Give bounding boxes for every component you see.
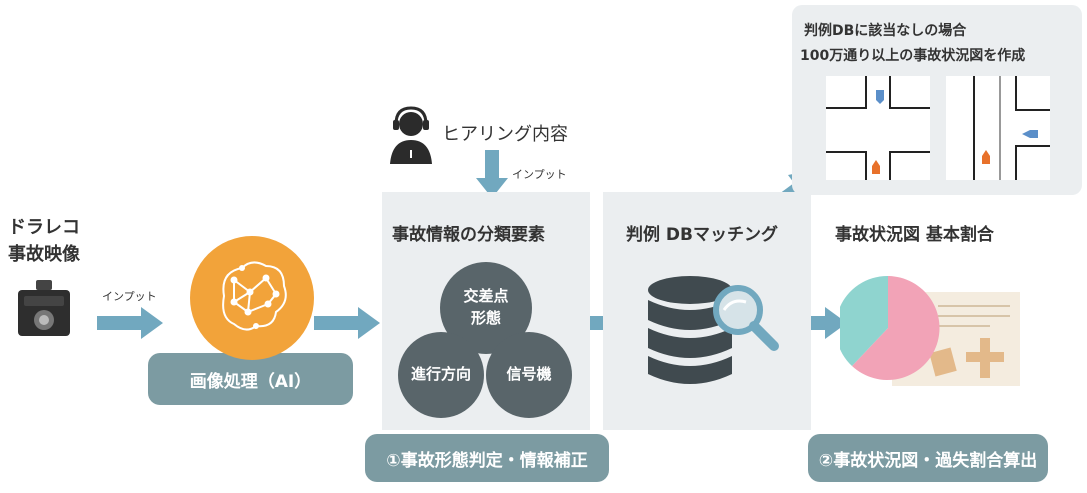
circle-top-line1: 交差点: [463, 287, 509, 306]
input-label-top: インプット: [512, 168, 567, 181]
result-title: 事故状況図 基本割合: [835, 225, 994, 245]
classification-title: 事故情報の分類要素: [392, 225, 545, 245]
hearing-label: ヒアリング内容: [442, 124, 568, 145]
intersection-diagram-icon: [826, 76, 930, 180]
ai-label-pill: 画像処理（AI）: [148, 353, 353, 405]
input-label-left: インプット: [102, 290, 157, 303]
source-title-line1: ドラレコ: [8, 217, 80, 238]
operator-headset-icon: [390, 106, 432, 164]
source-title-line2: 事故映像: [8, 244, 80, 265]
arrow-hearing-down: [476, 150, 508, 198]
road-diagram-icon: [946, 76, 1050, 180]
circle-direction: 進行方向: [398, 332, 484, 418]
pie-chart-diagram-icon: [840, 275, 1020, 386]
classification-footer-pill: ①事故形態判定・情報補正: [365, 434, 609, 482]
callout-line1: 判例DBに該当なしの場合: [804, 23, 967, 39]
circle-left-label: 進行方向: [410, 365, 471, 384]
brain-network-icon: [190, 236, 314, 360]
arrow-ai-to-classification: [314, 307, 380, 339]
dashcam-icon: [18, 280, 70, 336]
circle-top-line2: 形態: [470, 309, 501, 327]
callout-line2: 100万通り以上の事故状況図を作成: [800, 48, 1026, 64]
result-footer-pill: ②事故状況図・過失割合算出: [808, 434, 1048, 482]
circle-right-label: 信号機: [506, 365, 552, 384]
arrow-matching-to-result: [781, 307, 847, 339]
matching-title: 判例 DBマッチング: [626, 225, 778, 245]
circle-signal: 信号機: [486, 332, 572, 418]
arrow-dashcam-to-ai: [97, 307, 163, 339]
database-search-icon: [648, 276, 779, 384]
